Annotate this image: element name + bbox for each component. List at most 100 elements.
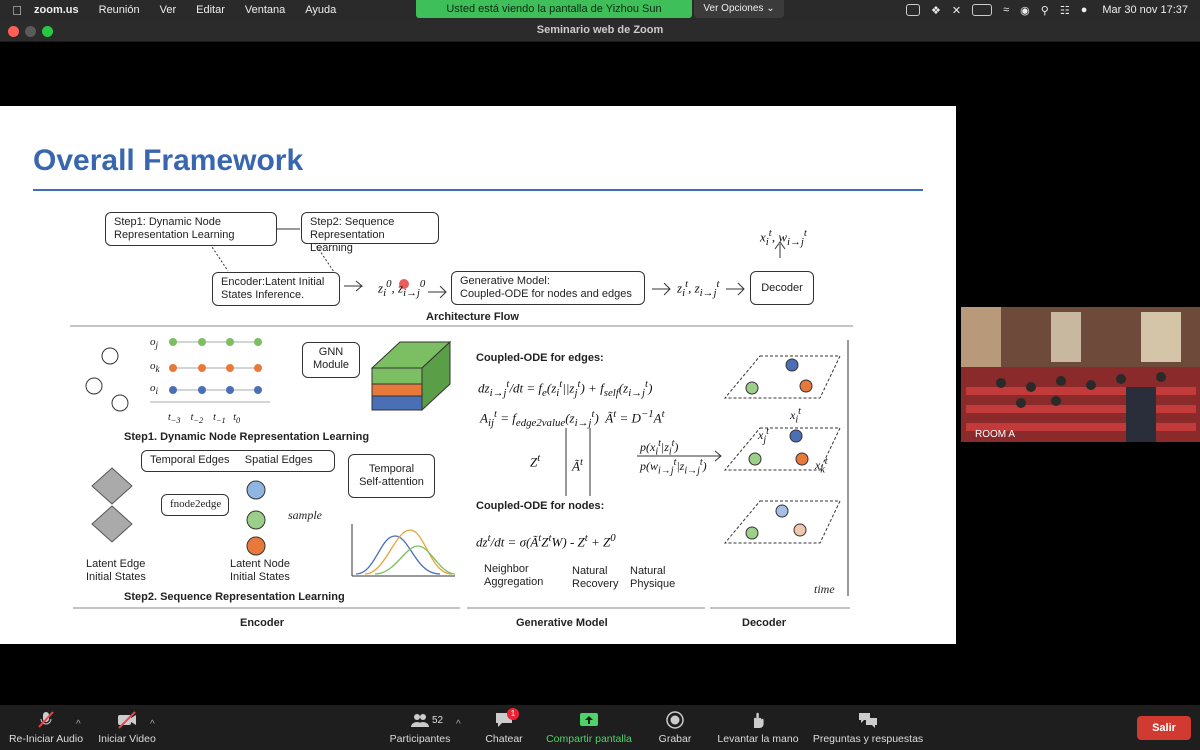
chevron-down-icon: ⌄: [766, 3, 775, 14]
video-tile[interactable]: ROOM A: [961, 307, 1200, 442]
mute-button[interactable]: Re-Iniciar Audio: [8, 711, 84, 745]
control-center-icon[interactable]: ☷: [1059, 4, 1070, 17]
mute-status-icon[interactable]: ✕: [951, 4, 962, 17]
time-ticks: t−3 t−2 t−1 t0: [168, 412, 241, 425]
video-camera-off-icon: [118, 711, 136, 729]
chat-label: Chatear: [485, 733, 523, 745]
gen-line1: Generative Model:: [460, 275, 550, 287]
siri-icon[interactable]: ●: [1080, 4, 1088, 16]
xj-label: xjt: [758, 426, 769, 446]
wifi-icon[interactable]: ≈: [1003, 4, 1010, 16]
video-options-caret[interactable]: ^: [150, 719, 155, 730]
gen-line2: Coupled-ODE for nodes and edges: [460, 288, 632, 300]
audio-options-caret[interactable]: ^: [76, 719, 81, 730]
dropbox-icon[interactable]: ❖: [931, 4, 941, 17]
microphone-muted-icon: [38, 711, 54, 728]
spatial-edges-label: Spatial Edges: [244, 454, 313, 466]
video-label: Iniciar Video: [98, 733, 156, 745]
physique-line1: Natural: [630, 565, 666, 577]
slide-title: Overall Framework: [33, 144, 304, 177]
record-icon: [666, 711, 684, 729]
participants-button[interactable]: Participantes: [386, 711, 454, 745]
step2-line2: Representation Learning: [310, 229, 385, 254]
share-screen-icon: [580, 713, 598, 726]
participants-caret[interactable]: ^: [456, 719, 461, 730]
view-options-label: Ver Opciones: [703, 3, 764, 14]
share-label: Compartir pantalla: [546, 733, 632, 745]
latent-edge-label: Latent Edge Initial States: [86, 558, 146, 584]
sample-label: sample: [288, 508, 322, 522]
apple-icon[interactable]: : [0, 3, 34, 18]
qa-label: Preguntas y respuestas: [812, 733, 924, 745]
gnn-line2: Module: [312, 359, 350, 371]
chat-badge: 1: [507, 708, 519, 720]
decoder-section-label: Decoder: [742, 617, 787, 629]
participants-icon: [411, 714, 429, 727]
edge-ode-eq2: Aijt = fedge2value(zi→jt) Ãt = D−1At: [480, 408, 665, 429]
video-tile-name: ROOM A: [975, 429, 1016, 440]
encoder-section-label: Encoder: [240, 617, 285, 629]
gnn-module-box: GNN Module: [302, 342, 360, 378]
generative-section-label: Generative Model: [516, 617, 608, 629]
encoder-line1: Encoder:Latent Initial: [221, 276, 325, 288]
qa-button[interactable]: Preguntas y respuestas: [810, 711, 926, 745]
recovery-line2: Recovery: [572, 578, 619, 590]
camera-status-icon[interactable]: [906, 4, 921, 16]
output-math: xit, wi→jt: [760, 227, 807, 248]
latent-node-label: Latent Node Initial States: [230, 558, 290, 584]
status-tray: ❖ ✕ ≈ ◉ ⚲ ☷ ● Mar 30 nov 17:37: [906, 0, 1188, 20]
battery-icon[interactable]: [972, 4, 993, 16]
menu-ventana[interactable]: Ventana: [244, 4, 286, 16]
meeting-toolbar: Re-Iniciar Audio ^ Iniciar Video ^ Parti…: [0, 705, 1200, 750]
user-icon[interactable]: ◉: [1020, 4, 1030, 17]
step1-line2: Representation Learning: [114, 229, 235, 241]
latent-init-math: zi0, zi→j0: [378, 278, 426, 299]
window-titlebar: Seminario web de Zoom: [0, 20, 1200, 42]
qa-icon: [859, 713, 877, 728]
natural-physique-label: Natural Physique: [630, 565, 675, 591]
view-options-button[interactable]: Ver Opciones ⌄: [694, 0, 784, 18]
clock[interactable]: Mar 30 nov 17:37: [1102, 4, 1188, 16]
latent-edge-line1: Latent Edge: [86, 558, 146, 570]
menu-reunion[interactable]: Reunión: [98, 4, 140, 16]
step1-box: Step1: Dynamic Node Representation Learn…: [105, 212, 277, 246]
leave-button[interactable]: Salir: [1137, 716, 1191, 740]
attn-line1: Temporal: [368, 463, 415, 475]
time-label: time: [814, 582, 835, 596]
step2-line1: Step2: Sequence: [310, 216, 395, 228]
participants-label: Participantes: [389, 733, 451, 745]
hand-icon: [754, 712, 764, 728]
search-icon[interactable]: ⚲: [1040, 4, 1049, 17]
record-button[interactable]: Grabar: [654, 711, 696, 745]
step2-caption: Step2. Sequence Representation Learning: [124, 591, 345, 603]
ok-label: ok: [150, 360, 160, 375]
step2-box: Step2: Sequence Representation Learning: [301, 212, 439, 254]
oi-label: oi: [150, 382, 159, 397]
temporal-attention-box: Temporal Self-attention: [348, 454, 435, 498]
step1-caption: Step1. Dynamic Node Representation Learn…: [124, 431, 370, 443]
edge-types-box: Temporal Edges Spatial Edges: [141, 450, 335, 472]
close-button[interactable]: [8, 26, 19, 37]
minimize-button[interactable]: [25, 26, 36, 37]
menu-ver[interactable]: Ver: [159, 4, 177, 16]
gnn-line1: GNN: [318, 346, 344, 358]
start-video-button[interactable]: Iniciar Video: [96, 711, 158, 745]
xi-label: xit: [790, 406, 801, 426]
likelihood-math: p(xit|zit)p(wi→jt|zi→jt): [640, 438, 707, 477]
share-screen-button[interactable]: Compartir pantalla: [542, 711, 636, 745]
temporal-edges-label: Temporal Edges: [150, 454, 230, 466]
latent-edge-line2: Initial States: [86, 571, 146, 583]
neighbor-aggregation-label: Neighbor Aggregation: [484, 563, 543, 589]
menu-app[interactable]: zoom.us: [34, 4, 79, 16]
latent-node-line1: Latent Node: [230, 558, 290, 570]
raise-hand-button[interactable]: Levantar la mano: [714, 711, 802, 745]
decoder-box: Decoder: [750, 271, 814, 305]
coupled-ode-edges-label: Coupled-ODE for edges:: [476, 352, 604, 364]
fullscreen-button[interactable]: [42, 26, 53, 37]
menu-ayuda[interactable]: Ayuda: [305, 4, 337, 16]
encoder-line2: States Inference.: [221, 289, 305, 301]
chat-button[interactable]: Chatear: [482, 711, 526, 745]
menu-editar[interactable]: Editar: [196, 4, 225, 16]
neighbor-line1: Neighbor: [484, 563, 529, 575]
